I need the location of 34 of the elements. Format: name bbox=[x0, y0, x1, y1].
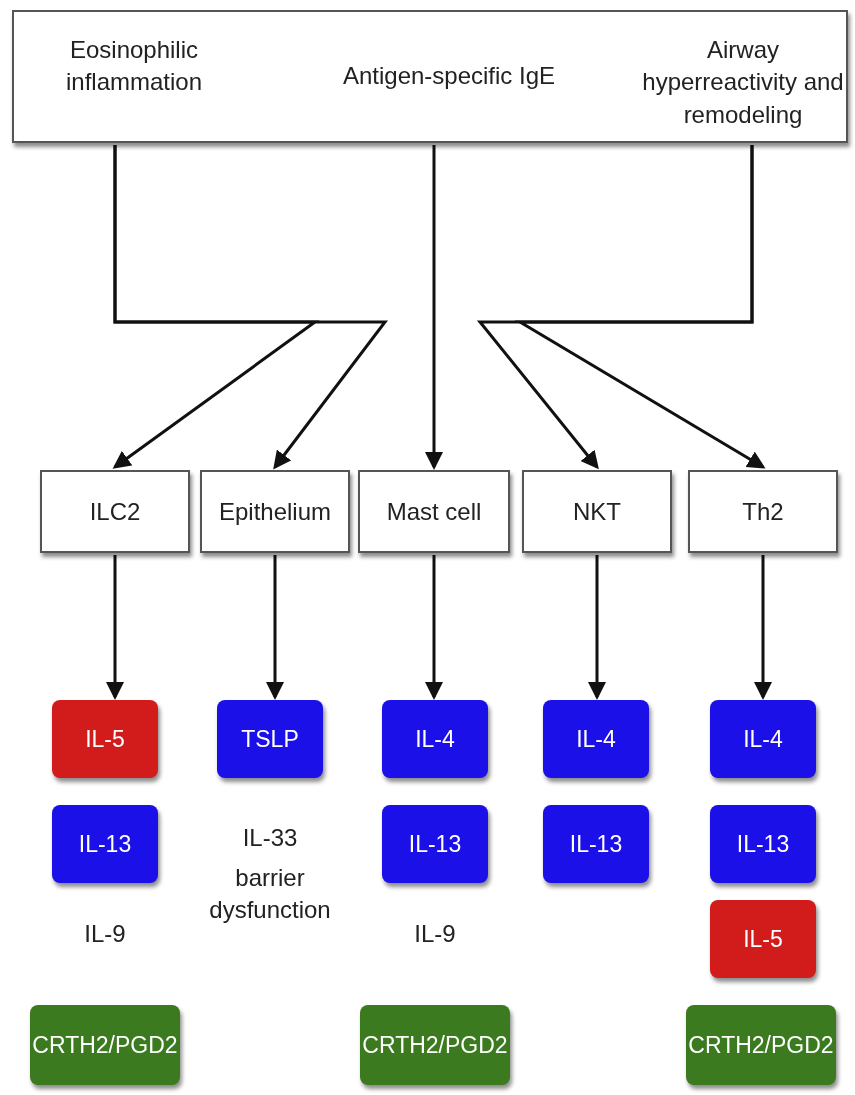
outcome-text: Airway hyperreactivity and remodeling bbox=[641, 35, 845, 130]
mediator-box: IL-5 bbox=[710, 900, 816, 978]
mediator-box: IL-4 bbox=[382, 700, 488, 778]
arrow bbox=[425, 145, 443, 470]
mediator-box: CRTH2/PGD2 bbox=[686, 1005, 836, 1085]
arrow bbox=[588, 555, 606, 700]
mediator-box: TSLP bbox=[217, 700, 323, 778]
mediator-text: barrier dysfunction bbox=[208, 863, 332, 926]
mediator-box: IL-13 bbox=[543, 805, 649, 883]
mediator-text: IL-9 bbox=[83, 919, 127, 949]
cell-type-box: Th2 bbox=[688, 470, 838, 553]
arrow bbox=[113, 145, 389, 470]
mediator-text: IL-33 bbox=[241, 823, 299, 853]
outcome-panel bbox=[12, 10, 848, 143]
cell-type-box: ILC2 bbox=[40, 470, 190, 553]
mediator-box: IL-4 bbox=[710, 700, 816, 778]
mediator-box: CRTH2/PGD2 bbox=[360, 1005, 510, 1085]
cell-type-box: NKT bbox=[522, 470, 672, 553]
arrow bbox=[106, 555, 124, 700]
arrow bbox=[266, 555, 284, 700]
cell-type-box: Mast cell bbox=[358, 470, 510, 553]
mediator-box: IL-13 bbox=[382, 805, 488, 883]
outcome-text: Antigen-specific IgE bbox=[341, 61, 557, 91]
mediator-box: IL-4 bbox=[543, 700, 649, 778]
arrow bbox=[425, 555, 443, 700]
mediator-box: IL-13 bbox=[710, 805, 816, 883]
cell-type-box: Epithelium bbox=[200, 470, 350, 553]
arrow bbox=[514, 145, 766, 469]
mediator-box: CRTH2/PGD2 bbox=[30, 1005, 180, 1085]
mediator-text: IL-9 bbox=[413, 919, 457, 949]
outcome-text: Eosinophilic inflammation bbox=[64, 35, 204, 98]
mediator-box: IL-13 bbox=[52, 805, 158, 883]
arrow bbox=[754, 555, 772, 700]
mediator-box: IL-5 bbox=[52, 700, 158, 778]
